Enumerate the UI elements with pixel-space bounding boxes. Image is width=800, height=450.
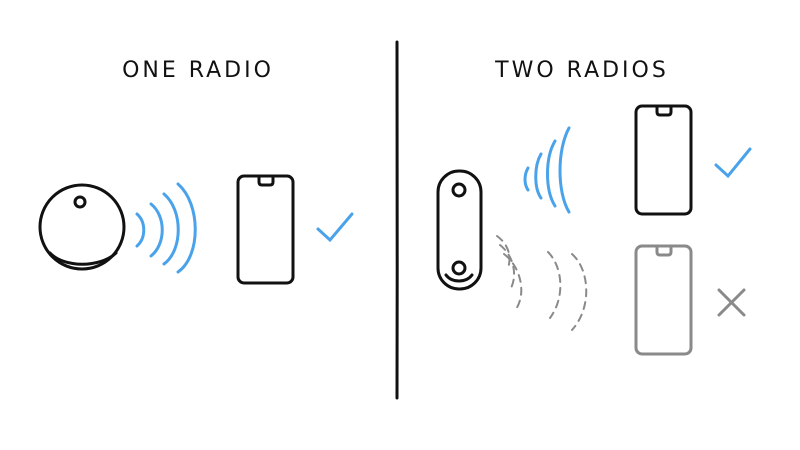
smartphone-disabled-icon — [634, 244, 693, 356]
signal-wave-dashed — [499, 244, 516, 291]
signal-wave-dashed — [571, 253, 588, 331]
smartphone-icon — [236, 174, 295, 285]
signal-wave-dashed — [503, 253, 523, 313]
signal-waves-right-bottom-dashed — [496, 235, 588, 331]
signal-wave-dashed — [547, 251, 562, 319]
round-tracker-icon — [38, 183, 126, 271]
signal-wave — [558, 126, 571, 214]
signal-wave — [523, 166, 530, 192]
signal-waves-right-top — [523, 126, 571, 214]
signal-wave — [135, 212, 146, 248]
signal-wave — [534, 152, 543, 200]
checkmark-icon — [316, 212, 354, 243]
pill-tracker-icon — [436, 169, 483, 291]
panel-title-two-radios: TWO RADIOS — [495, 58, 669, 83]
panel-divider — [395, 40, 399, 400]
signal-wave — [176, 182, 197, 274]
signal-wave-dashed — [496, 235, 511, 269]
smartphone-icon-top — [634, 104, 693, 216]
signal-waves-left — [135, 182, 197, 274]
signal-wave — [546, 139, 557, 208]
cross-icon — [717, 288, 746, 317]
signal-wave — [162, 192, 180, 266]
signal-wave — [149, 202, 164, 258]
panel-title-one-radio: ONE RADIO — [122, 58, 274, 83]
checkmark-icon — [714, 147, 752, 179]
